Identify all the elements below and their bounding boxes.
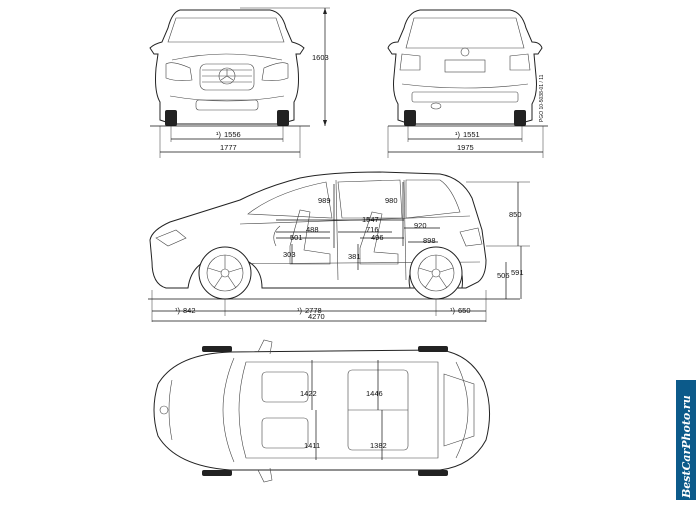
shoulder-front-label: 1422 bbox=[300, 389, 317, 398]
height-850-label: 850 bbox=[509, 210, 522, 219]
front-view bbox=[149, 9, 310, 127]
front-width-label: 1777 bbox=[220, 143, 237, 152]
dim-716-label: 716 bbox=[366, 225, 379, 234]
watermark-text: BestCarPhoto.ru bbox=[680, 395, 693, 499]
dim-488-label: 488 bbox=[306, 225, 319, 234]
dim-303-label: 303 bbox=[283, 250, 296, 259]
dim-898-label: 898 bbox=[423, 236, 436, 245]
front-dimensions: 1603 ¹) 1556 1777 bbox=[159, 7, 330, 158]
interior-length-label: 1547 bbox=[362, 215, 379, 224]
elbow-rear-label: 1382 bbox=[370, 441, 387, 450]
side-dimensions: 989 980 1547 488 501 716 496 920 898 303… bbox=[151, 181, 530, 322]
wheelbase-prefix: ¹) bbox=[297, 306, 302, 315]
front-track-label: 1556 bbox=[224, 130, 241, 139]
dim-920-label: 920 bbox=[414, 221, 427, 230]
height-591-label: 591 bbox=[511, 268, 524, 277]
rear-overhang-prefix: ¹) bbox=[450, 306, 455, 315]
rear-view: PGO 10-5038-01 / 11 bbox=[387, 9, 548, 127]
side-view bbox=[148, 171, 520, 300]
headroom-rear-label: 980 bbox=[385, 196, 398, 205]
headroom-front-label: 989 bbox=[318, 196, 331, 205]
rear-overhang-label: 650 bbox=[458, 306, 471, 315]
dim-381-label: 381 bbox=[348, 252, 361, 261]
watermark: BestCarPhoto.ru bbox=[676, 380, 696, 500]
dim-501-label: 501 bbox=[290, 233, 303, 242]
front-track-prefix: ¹) bbox=[216, 130, 221, 139]
front-height-label: 1603 bbox=[312, 53, 329, 62]
elbow-front-label: 1411 bbox=[304, 441, 320, 450]
rear-width-label: 1975 bbox=[457, 143, 474, 152]
top-dimensions: 1422 1446 1411 1382 bbox=[300, 360, 387, 460]
wheelbase-label: 2778 bbox=[305, 306, 322, 315]
rear-dimensions: ¹) 1551 1975 bbox=[387, 126, 544, 158]
overall-length-label: 4270 bbox=[308, 312, 325, 321]
front-overhang-label: 842 bbox=[183, 306, 196, 315]
drawing-code: PGO 10-5038-01 / 11 bbox=[539, 74, 545, 122]
height-506-label: 506 bbox=[497, 271, 510, 280]
front-overhang-prefix: ¹) bbox=[175, 306, 180, 315]
rear-track-prefix: ¹) bbox=[455, 130, 460, 139]
rear-track-label: 1551 bbox=[463, 130, 480, 139]
top-view bbox=[153, 339, 490, 483]
shoulder-rear-label: 1446 bbox=[366, 389, 383, 398]
dim-496-label: 496 bbox=[371, 233, 384, 242]
